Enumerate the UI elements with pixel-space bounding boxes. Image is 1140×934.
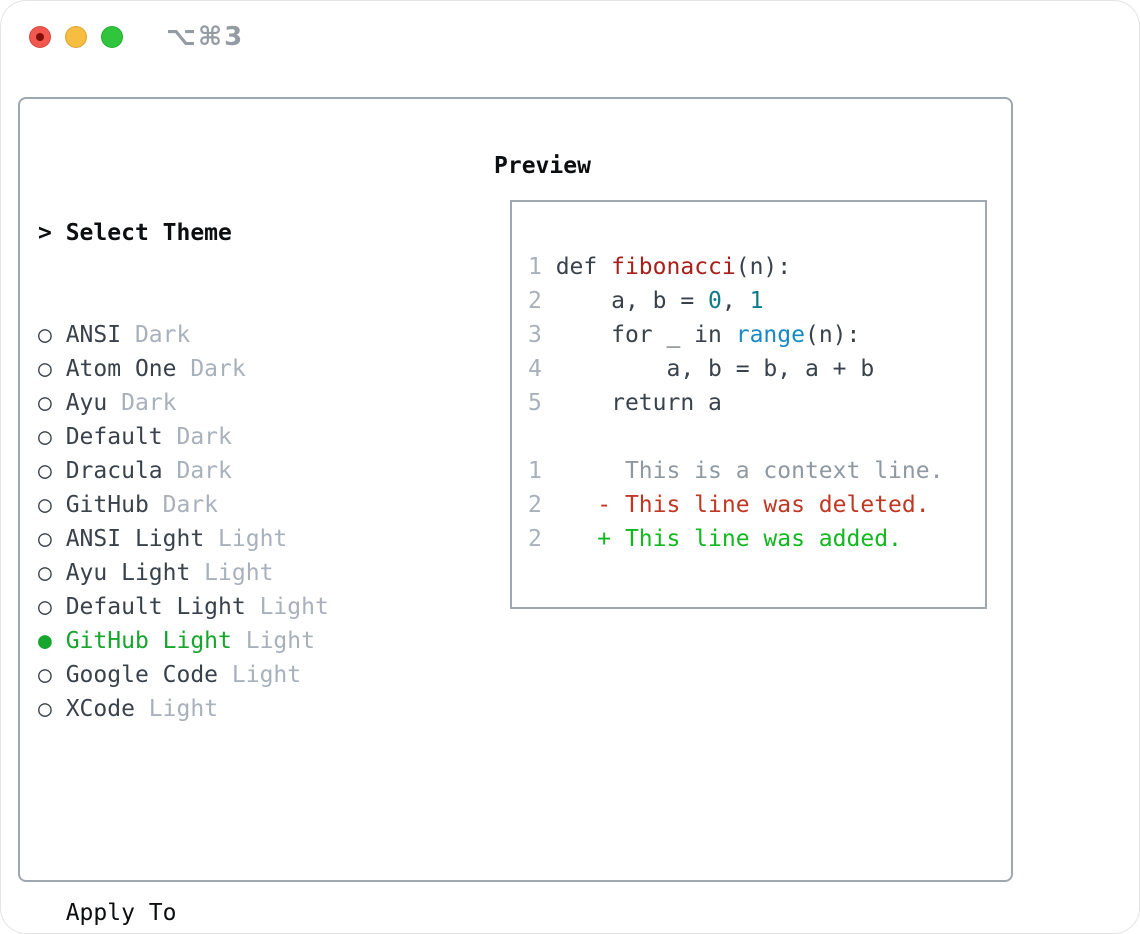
code-segment: a, b =: [541, 288, 709, 314]
select-theme-title: Select Theme: [65, 220, 232, 246]
code-segment: for _ in: [541, 322, 736, 348]
theme-items: ○ ANSI Dark○ Atom One Dark○ Ayu Dark○ De…: [38, 318, 426, 726]
code-segment: a, b = b, a + b: [541, 356, 875, 382]
preview-line: 2 + This line was added.: [528, 522, 943, 556]
preview-line: 3 for _ in range(n):: [528, 318, 943, 352]
theme-option[interactable]: ○ Default Light Light: [38, 590, 426, 624]
code-segment: def: [541, 254, 612, 280]
option-tag: Dark: [107, 390, 177, 416]
radio-unselected-icon: ○: [38, 696, 66, 722]
preview-line: 2 - This line was deleted.: [528, 488, 943, 522]
option-tag: Dark: [176, 356, 246, 382]
line-number: 2: [528, 526, 542, 552]
prompt-icon: >: [38, 220, 66, 246]
close-button-dot: [36, 33, 44, 41]
radio-selected-icon: ●: [38, 628, 66, 654]
line-number: 1: [528, 458, 542, 484]
preview-line: 4 a, b = b, a + b: [528, 352, 943, 386]
code-segment: (n):: [735, 254, 792, 280]
line-number: 2: [528, 492, 542, 518]
radio-unselected-icon: ○: [38, 560, 66, 586]
code-segment: This is a context line.: [541, 458, 944, 484]
preview-title: Preview: [494, 153, 591, 179]
close-button[interactable]: [29, 26, 51, 48]
option-label: Ayu: [65, 390, 108, 416]
option-label: Atom One: [65, 356, 177, 382]
line-number: 1: [528, 254, 542, 280]
option-tag: Dark: [121, 322, 191, 348]
window-title: ⌥⌘3: [166, 22, 245, 52]
theme-option[interactable]: ○ Google Code Light: [38, 658, 426, 692]
minimize-button[interactable]: [65, 26, 87, 48]
theme-option[interactable]: ○ Dracula Dark: [38, 454, 426, 488]
preview-line: 2 a, b = 0, 1: [528, 284, 943, 318]
radio-unselected-icon: ○: [38, 594, 66, 620]
line-number: 3: [528, 322, 542, 348]
code-segment: - This line was deleted.: [541, 492, 930, 518]
code-segment: + This line was added.: [541, 526, 902, 552]
radio-unselected-icon: ○: [38, 390, 66, 416]
theme-option[interactable]: ○ Ayu Light Light: [38, 556, 426, 590]
preview-line: [528, 420, 943, 454]
theme-option[interactable]: ○ GitHub Dark: [38, 488, 426, 522]
option-label: XCode: [65, 696, 135, 722]
theme-list: > Select Theme ○ ANSI Dark○ Atom One Dar…: [38, 148, 426, 934]
preview-line: 5 return a: [528, 386, 943, 420]
theme-option[interactable]: ○ Default Dark: [38, 420, 426, 454]
option-label: Default Light: [65, 594, 246, 620]
option-label: GitHub: [65, 492, 149, 518]
theme-option[interactable]: ○ Atom One Dark: [38, 352, 426, 386]
line-number: 4: [528, 356, 542, 382]
radio-unselected-icon: ○: [38, 322, 66, 348]
option-label: GitHub Light: [65, 628, 232, 654]
option-tag: Light: [134, 696, 219, 722]
preview-line: 1 def fibonacci(n):: [528, 250, 943, 284]
theme-option[interactable]: ○ ANSI Dark: [38, 318, 426, 352]
option-tag: Dark: [162, 458, 232, 484]
line-number: 2: [528, 288, 542, 314]
code-segment: return a: [541, 390, 722, 416]
code-segment: (n):: [804, 322, 861, 348]
code-segment: fibonacci: [611, 254, 736, 280]
theme-option[interactable]: ○ Ayu Dark: [38, 386, 426, 420]
radio-unselected-icon: ○: [38, 526, 66, 552]
option-label: ANSI: [65, 322, 122, 348]
select-theme-header: > Select Theme: [38, 216, 426, 250]
spacer: [38, 794, 426, 828]
option-tag: Light: [245, 594, 329, 620]
apply-to-header: Apply To: [38, 900, 177, 926]
option-tag: Dark: [162, 424, 232, 450]
preview-line: 1 This is a context line.: [528, 454, 943, 488]
zoom-button[interactable]: [101, 26, 123, 48]
radio-unselected-icon: ○: [38, 424, 66, 450]
radio-unselected-icon: ○: [38, 492, 66, 518]
code-segment: 0: [708, 288, 722, 314]
option-label: ANSI Light: [65, 526, 205, 552]
line-number: 5: [528, 390, 542, 416]
theme-option[interactable]: ● GitHub Light Light: [38, 624, 426, 658]
radio-unselected-icon: ○: [38, 458, 66, 484]
option-tag: Light: [218, 662, 302, 688]
radio-unselected-icon: ○: [38, 662, 66, 688]
option-tag: Dark: [148, 492, 219, 518]
code-segment: range: [735, 322, 805, 348]
theme-option[interactable]: ○ ANSI Light Light: [38, 522, 426, 556]
option-label: Ayu Light: [65, 560, 191, 586]
option-label: Dracula: [65, 458, 163, 484]
option-label: Default: [65, 424, 163, 450]
theme-option[interactable]: ○ XCode Light: [38, 692, 426, 726]
option-tag: Light: [190, 560, 274, 586]
option-tag: Light: [231, 628, 315, 654]
code-segment: 1: [749, 288, 764, 314]
option-tag: Light: [204, 526, 288, 552]
radio-unselected-icon: ○: [38, 356, 66, 382]
code-segment: ,: [721, 288, 750, 314]
option-label: Google Code: [65, 662, 219, 688]
